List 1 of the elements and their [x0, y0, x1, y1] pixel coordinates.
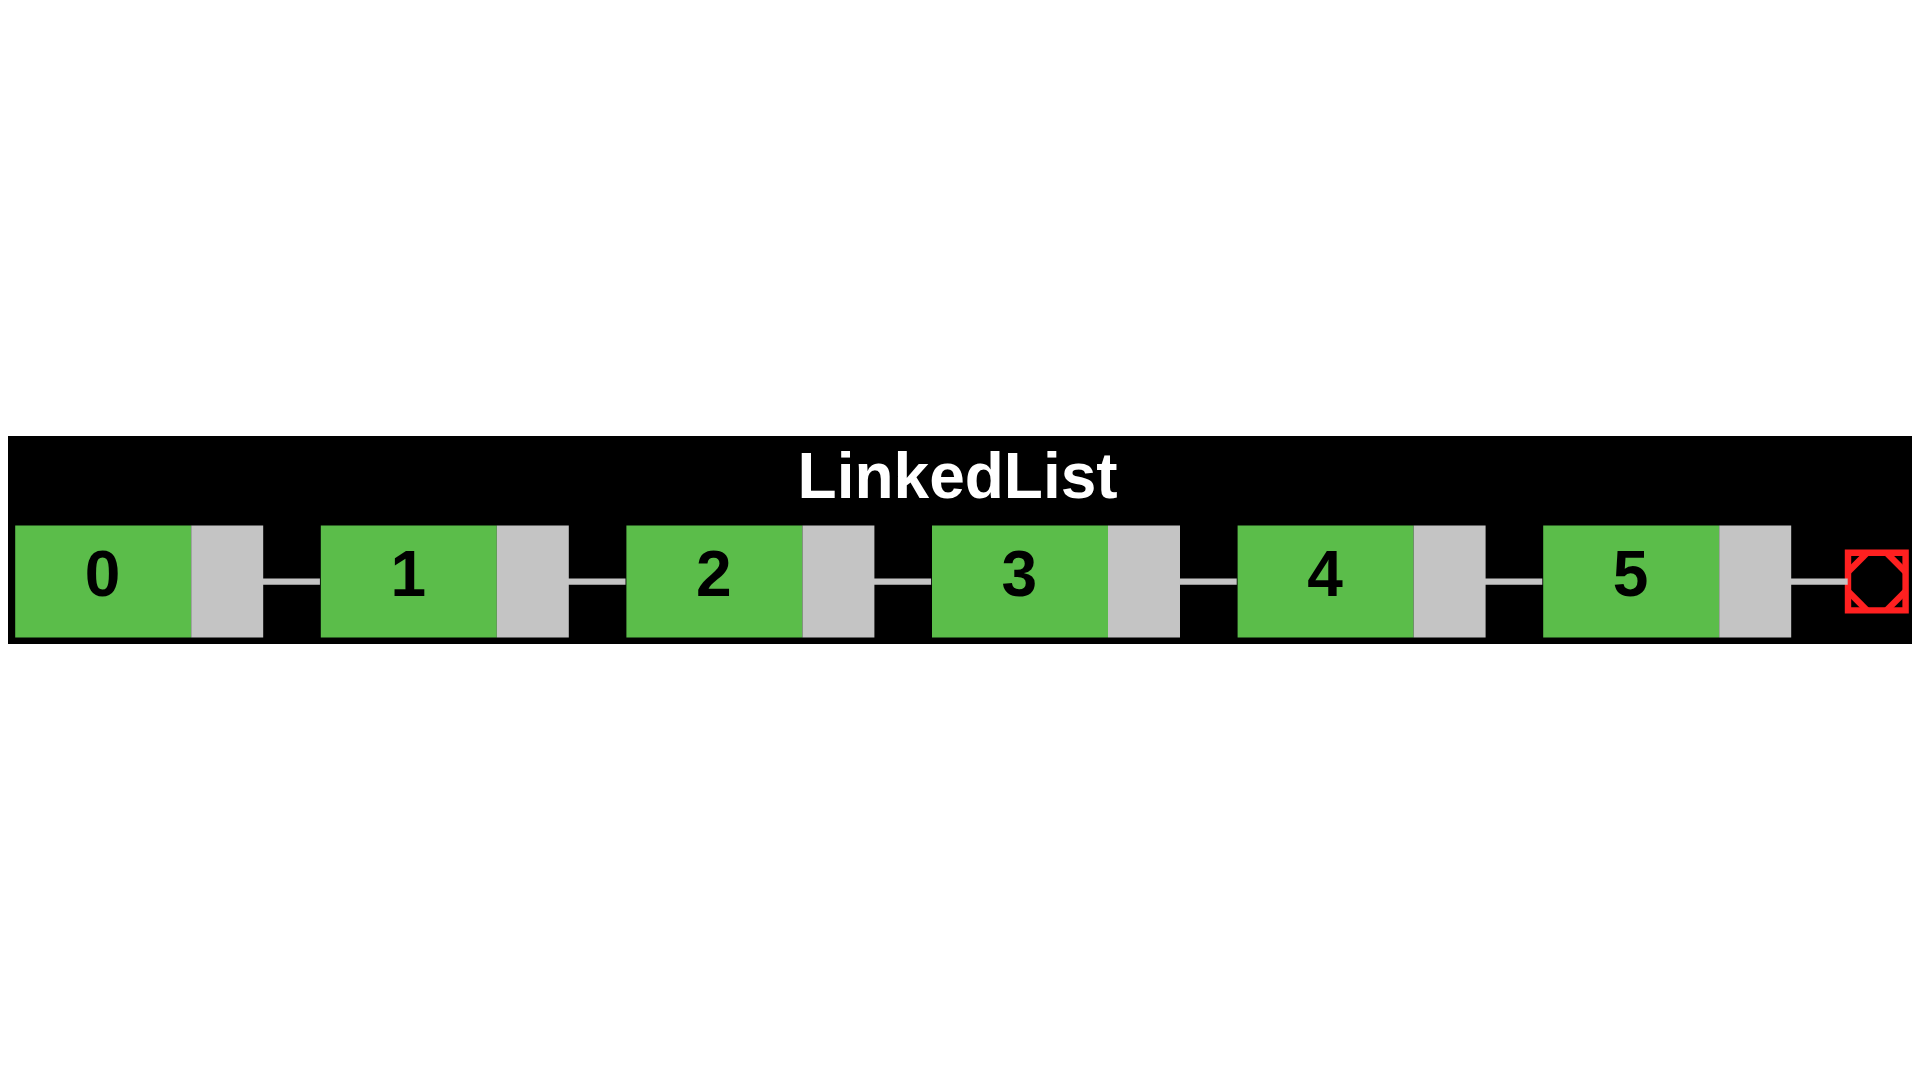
diagram-title: LinkedList	[797, 440, 1118, 513]
